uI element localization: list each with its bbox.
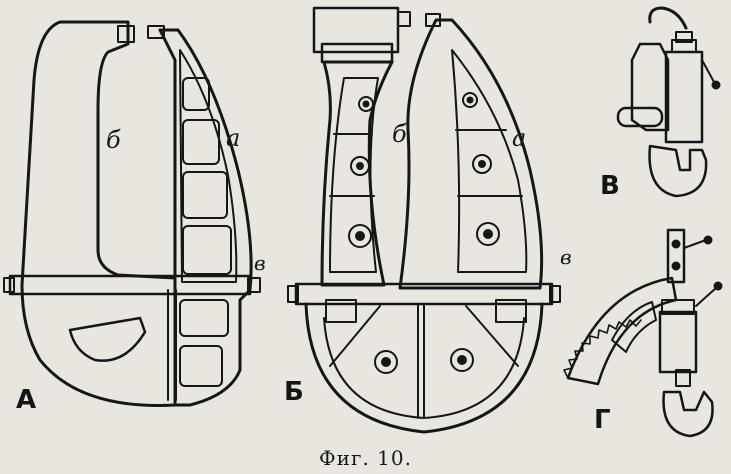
frame-a-right xyxy=(158,28,253,407)
vent-rod xyxy=(701,59,715,83)
panel-label-b: Б xyxy=(284,377,304,407)
panel-a-drawing xyxy=(3,20,261,407)
clamp-block xyxy=(325,299,357,323)
clamp-block xyxy=(495,299,527,323)
frame-a-right xyxy=(398,18,544,290)
vent-knob xyxy=(703,235,713,245)
rib-window xyxy=(182,77,210,111)
screw-head xyxy=(287,285,299,303)
top-clamp xyxy=(397,11,411,27)
cylinder-top xyxy=(661,299,695,315)
stem xyxy=(675,369,691,387)
bolt xyxy=(450,348,474,372)
top-block xyxy=(312,6,400,54)
bolt xyxy=(374,350,398,374)
cross-beam xyxy=(8,274,252,296)
vent-knob xyxy=(711,80,721,90)
arc-slot xyxy=(611,301,657,353)
vent-rod xyxy=(695,287,717,307)
serrated-arc xyxy=(566,276,678,386)
frame-b-inner xyxy=(329,77,379,273)
top-clamp xyxy=(147,25,165,39)
part-label-b: б xyxy=(392,120,407,148)
rib-window xyxy=(182,119,220,165)
top-clamp xyxy=(117,25,135,43)
part-label-v: в xyxy=(560,245,572,269)
panel-label-a: А xyxy=(16,385,36,415)
hook xyxy=(648,6,688,30)
part-label-a: а xyxy=(226,124,240,152)
screw-head xyxy=(247,277,261,293)
guide-post xyxy=(666,228,686,284)
jaw xyxy=(662,390,714,438)
panel-label-v: В xyxy=(600,171,620,201)
screw-head xyxy=(549,285,561,303)
part-label-v: в xyxy=(254,251,266,275)
vent-knob xyxy=(713,281,723,291)
rib-window xyxy=(182,171,228,219)
cylinder xyxy=(658,310,698,374)
labels: б а в б а в А Б В Г xyxy=(16,120,620,435)
frame-a-inner xyxy=(179,49,238,283)
bolt xyxy=(358,96,374,112)
frame-window xyxy=(68,316,147,362)
panel-b-drawing xyxy=(287,6,561,434)
frame-a-inner xyxy=(451,49,528,273)
jaw xyxy=(648,144,708,198)
screw-head xyxy=(3,277,15,293)
panel-v-drawing xyxy=(616,6,721,198)
bolt xyxy=(472,154,492,174)
frame-b-left xyxy=(20,20,177,407)
figure-caption: Фиг. 10. xyxy=(319,446,412,470)
bowl-rib xyxy=(465,305,519,367)
handle xyxy=(616,106,664,128)
arc-teeth xyxy=(563,319,642,379)
lower-bowl xyxy=(304,302,544,434)
part-label-a: а xyxy=(512,124,526,152)
rib-window xyxy=(179,345,223,387)
cylinder-top xyxy=(671,39,697,53)
rib-window xyxy=(179,299,229,337)
bolt xyxy=(348,224,372,248)
bolt xyxy=(350,156,370,176)
panel-g-drawing xyxy=(563,228,723,438)
cylinder-cap xyxy=(675,31,693,43)
bolt xyxy=(476,222,500,246)
cylinder xyxy=(664,50,704,144)
panel-label-g: Г xyxy=(594,405,611,435)
vent-rod xyxy=(683,239,707,249)
bolt xyxy=(462,92,478,108)
rib-window xyxy=(182,225,232,275)
bowl-rib xyxy=(329,305,381,367)
part-label-b: б xyxy=(106,126,121,154)
